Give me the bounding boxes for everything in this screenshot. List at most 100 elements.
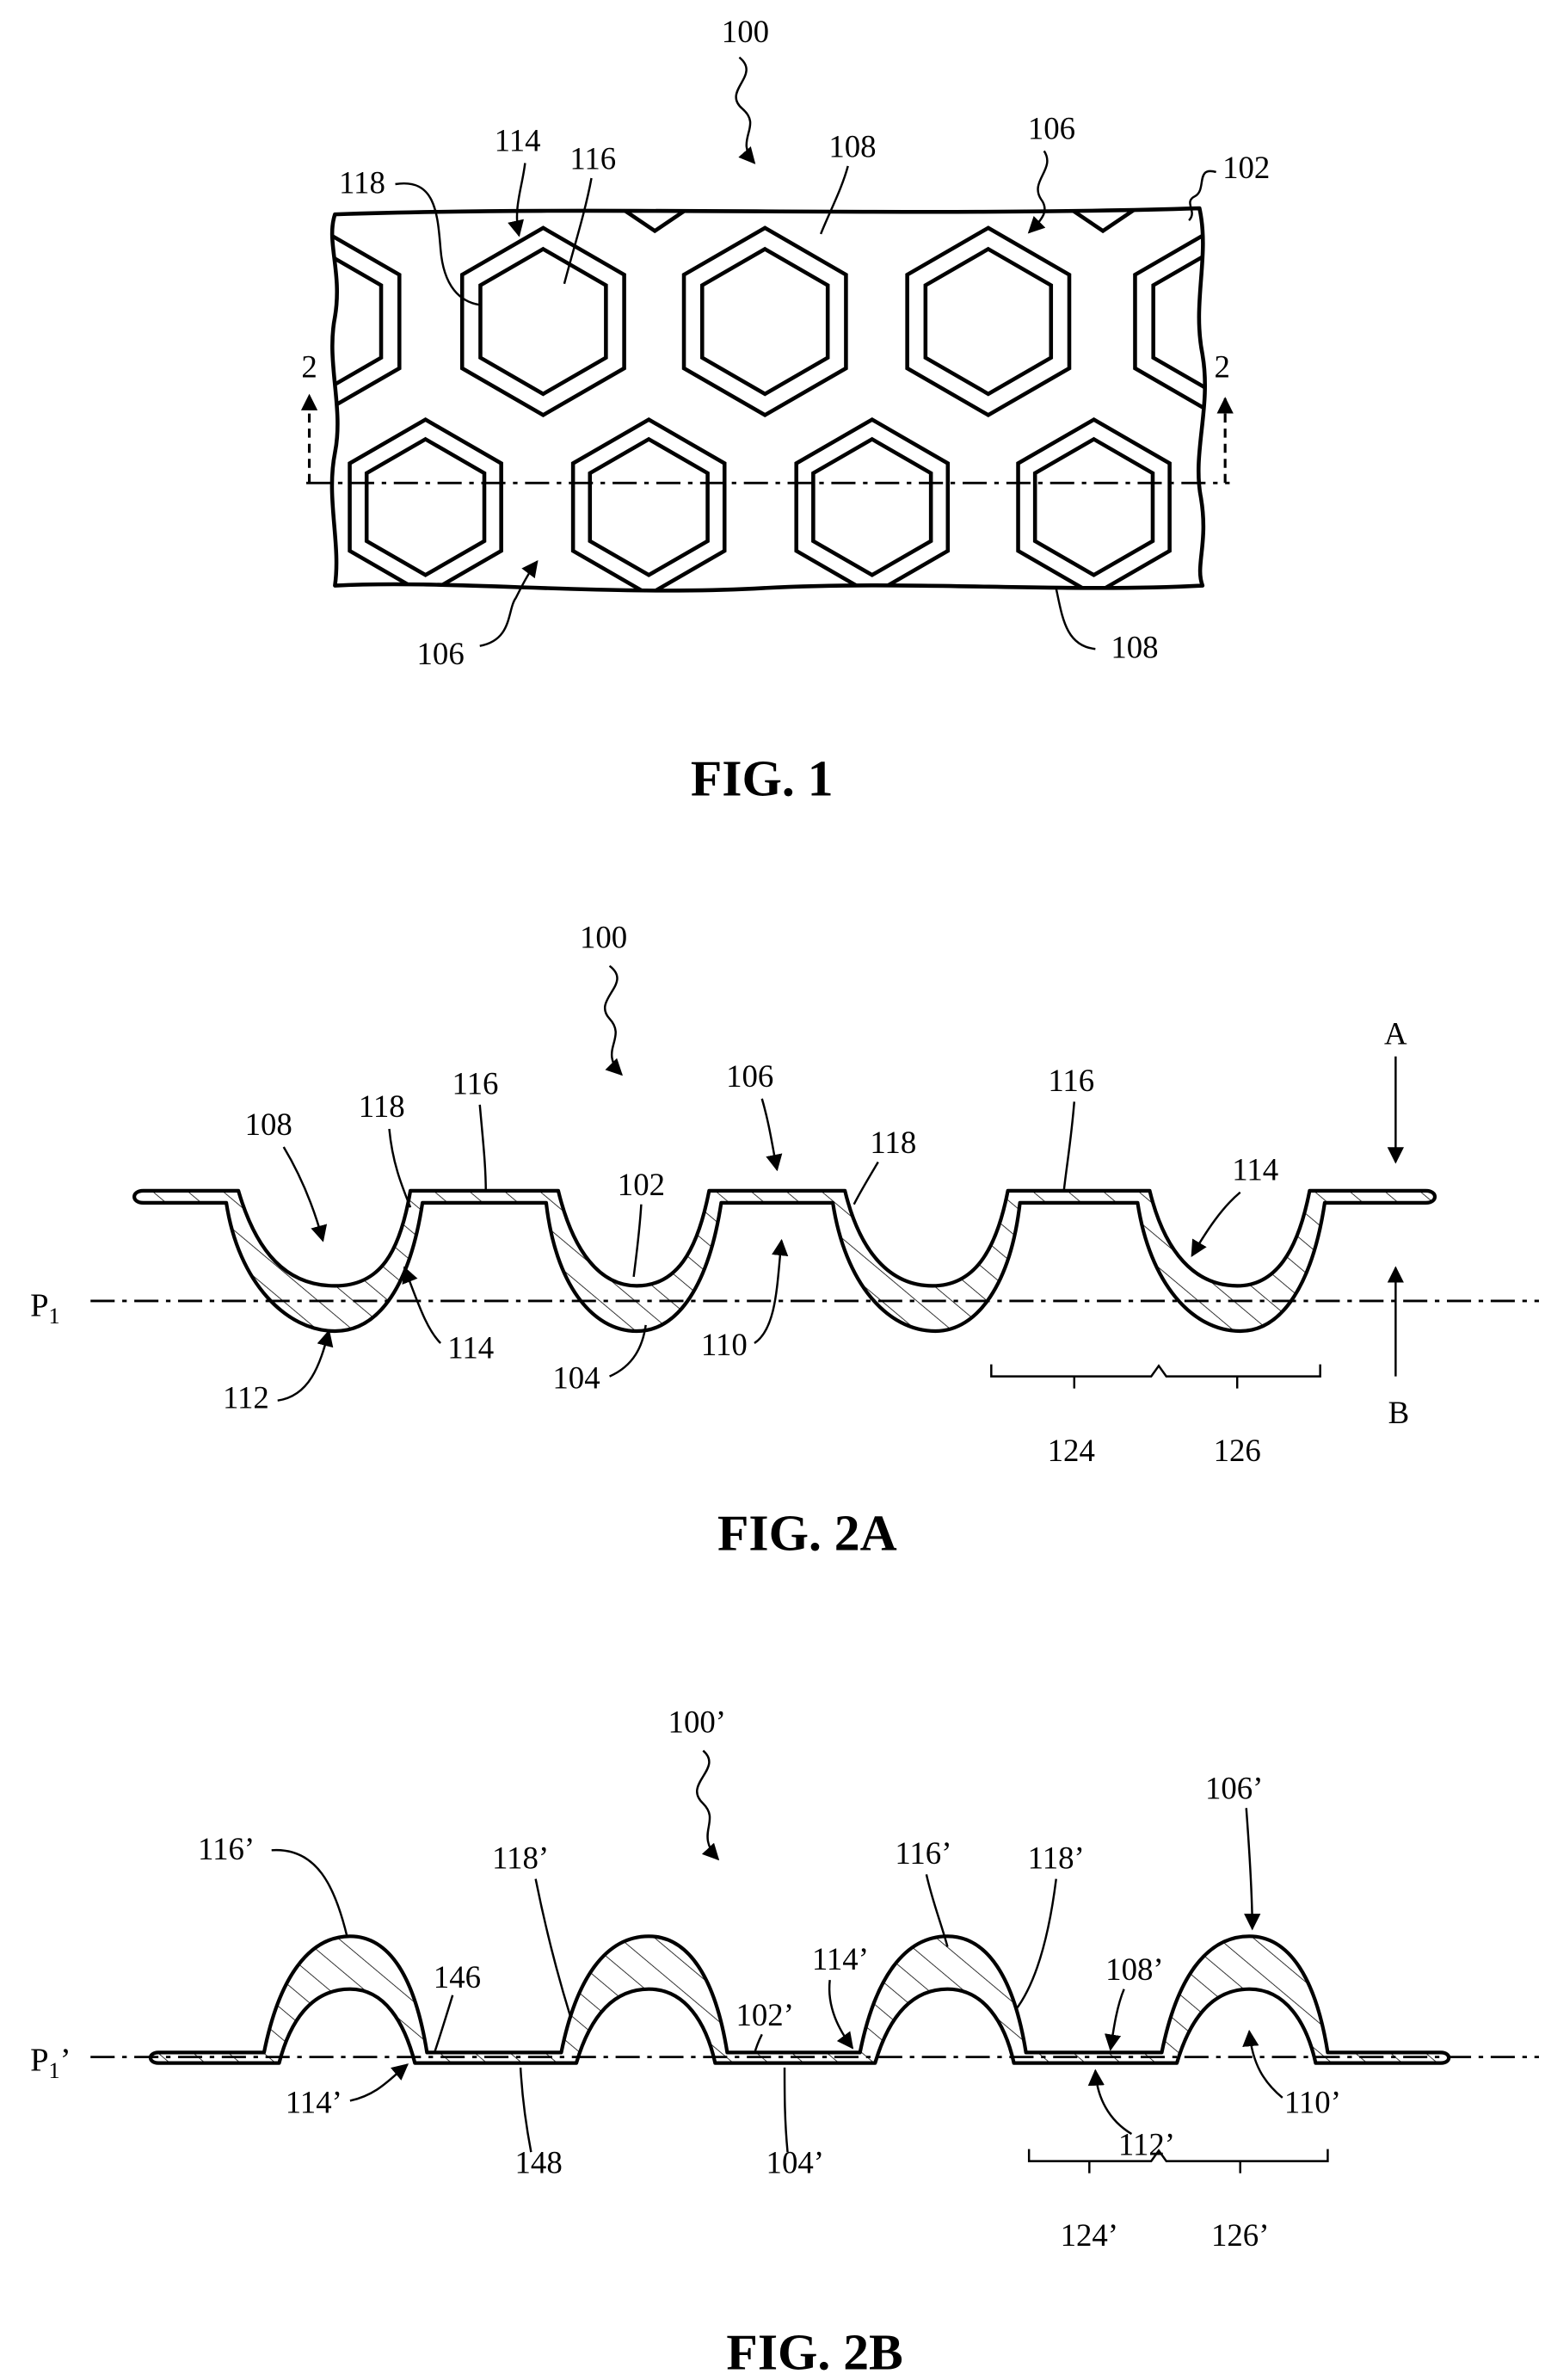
leader-line [1056,589,1096,649]
reference-numeral: 108 [828,128,876,163]
reference-numeral: 108 [1111,630,1158,665]
leader-line [520,2068,531,2152]
plane-prime: ’ [60,2042,71,2078]
figure-caption: FIG. 2B [726,2324,902,2380]
hexagon-inner [1035,439,1153,575]
reference-numeral: 124 [1048,1433,1095,1468]
reference-numeral: 102’ [736,1997,794,2032]
reference-numeral: 126’ [1211,2217,1270,2253]
plane-letter: P [30,1287,48,1323]
leader-line [434,1995,452,2053]
leader-line [854,1162,878,1205]
reference-numeral: 118 [870,1125,916,1160]
reference-numeral: 116 [452,1066,499,1101]
leader-line [697,1751,718,1859]
reference-numeral: 106’ [1205,1771,1264,1806]
plane-subscript: 1 [49,2058,60,2083]
leader-line [404,1267,440,1343]
leader-line [605,966,621,1075]
figure-1: 100 114 116 118 108 106 102 2 2 106 108 … [237,14,1297,806]
view-label-b: B [1388,1395,1410,1430]
hexagon-outer [1135,228,1296,415]
hexagon-outer [684,228,846,415]
hexagon-pattern [237,196,1297,595]
reference-numeral: 112 [223,1379,269,1415]
leader-line [396,183,480,305]
strip-outline [332,208,1205,590]
reference-numeral: 116’ [895,1835,951,1871]
reference-numeral: 114 [1232,1152,1278,1187]
leader-line [284,1147,323,1241]
hexagon-tip [604,196,706,231]
leader-line [1189,171,1216,220]
leader-line [517,163,525,235]
dimension-bracket [1029,2149,1327,2161]
reference-numeral: 148 [515,2145,563,2180]
reference-numeral: 118’ [492,1840,549,1875]
hexagon-outer [1019,420,1170,595]
reference-numeral: 114’ [286,2085,342,2120]
hexagon-inner [366,439,484,575]
leader-line [762,1099,778,1169]
reference-numeral: 116 [569,140,616,176]
leader-line [736,58,754,163]
reference-numeral: 108 [245,1107,292,1142]
reference-numeral: 102 [1222,150,1270,185]
cross-section-body [151,1936,1449,2062]
leader-line [536,1879,570,2017]
reference-numeral: 118 [359,1088,405,1124]
reference-numeral: 100 [580,919,627,954]
figure-2b: P1’ 100’ 116’ 118’ 146 102’ 114’ 116’ 11… [30,1705,1539,2380]
dimension-bracket [991,1365,1320,1377]
hexagon-inner [813,439,931,575]
leader-line [1249,2032,1283,2098]
hexagon-inner [926,249,1051,393]
leader-line [634,1205,642,1277]
hexagon-tip [1051,196,1154,231]
leader-line [1029,151,1047,232]
leader-line [1015,1879,1056,2011]
leader-line [480,1105,486,1193]
reference-numeral: 118 [339,165,385,200]
figure-caption: FIG. 1 [691,749,834,806]
hexagon-outer [797,420,948,595]
reference-numeral: 100 [722,14,769,49]
leader-line [1111,1989,1124,2050]
reference-numeral: 114’ [812,1941,869,1976]
plane-subscript: 1 [49,1304,60,1329]
figure-2a: P1 100 108 118 116 102 106 118 116 114 1… [30,919,1539,1561]
reference-numeral: 116’ [198,1831,255,1866]
section-label: 2 [301,349,317,385]
reference-numeral: 104’ [766,2145,825,2180]
reference-numeral: 100’ [668,1705,727,1740]
hexagon-inner [590,439,708,575]
hexagon-outer [462,228,624,415]
hexagon-outer [350,420,502,595]
hexagon-inner [702,249,828,393]
leader-line [272,1850,348,1936]
reference-numeral: 110’ [1284,2085,1341,2120]
hexagon-outer [237,228,399,415]
hexagon-outer [908,228,1069,415]
leader-line [821,166,848,234]
reference-numeral: 116 [1048,1063,1094,1098]
reference-numeral: 118’ [1028,1840,1085,1875]
leader-line [350,2064,408,2100]
hexagon-outer [573,420,724,595]
cross-section-body [134,1191,1435,1331]
reference-numeral: 108’ [1105,1951,1164,1987]
reference-numeral: 126 [1214,1433,1261,1468]
reference-numeral: 106 [1028,110,1075,145]
hexagon-inner [480,249,606,393]
reference-numeral: 102 [618,1167,665,1202]
reference-numeral: 106 [417,636,465,671]
leader-line [480,561,538,645]
reference-numeral: 146 [434,1959,481,1995]
figure-caption: FIG. 2A [717,1504,897,1561]
leader-line [785,2068,788,2152]
reference-numeral: 114 [447,1330,494,1366]
reference-numeral: 104 [552,1360,600,1396]
reference-numeral: 110 [701,1327,748,1362]
reference-numeral: 114 [495,122,541,157]
